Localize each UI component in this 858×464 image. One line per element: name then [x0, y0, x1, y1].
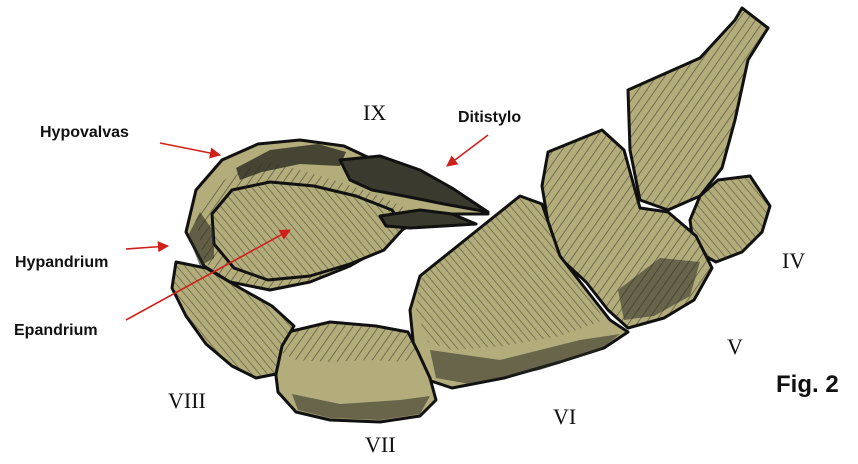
- label-ditistylo: Ditistylo: [458, 109, 521, 126]
- label-segment-ix: IX: [363, 100, 386, 125]
- label-segment-v: V: [727, 334, 743, 359]
- ditistylo-arrow: [447, 135, 488, 166]
- label-segment-vii: VII: [365, 432, 396, 457]
- hypandrium-arrow: [126, 246, 168, 249]
- segment-vii: [274, 322, 436, 422]
- label-hypandrium: Hypandrium: [15, 254, 108, 271]
- label-segment-viii: VIII: [168, 388, 206, 413]
- label-epandrium: Epandrium: [14, 322, 98, 339]
- figure-label: Fig. 2: [776, 371, 839, 398]
- hypovalvas-arrow: [160, 143, 220, 155]
- label-segment-vi: VI: [553, 404, 576, 429]
- label-segment-iv: IV: [782, 248, 805, 273]
- label-hypovalvas: Hypovalvas: [40, 124, 129, 141]
